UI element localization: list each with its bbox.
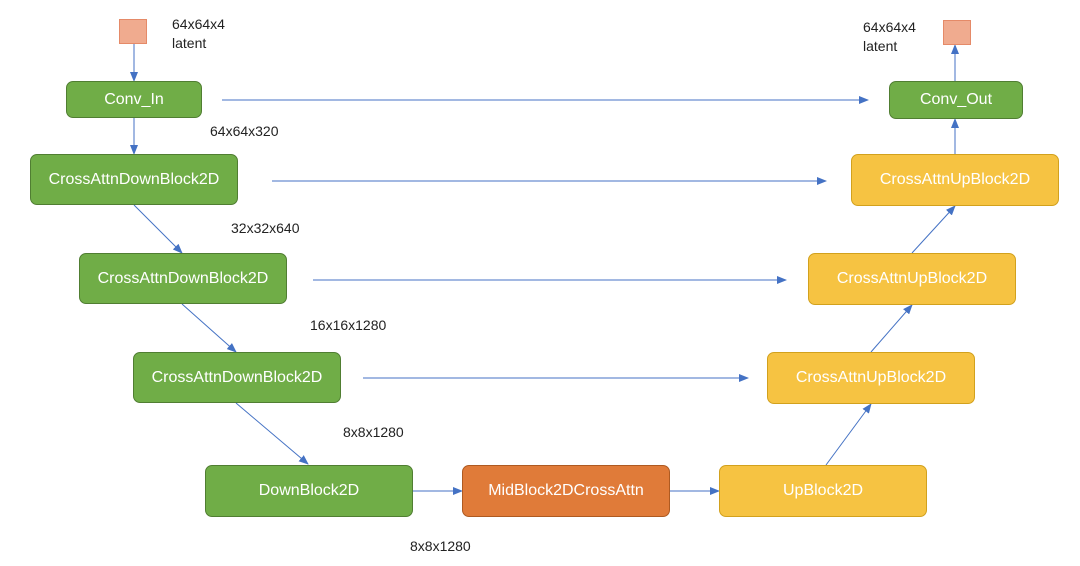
- cross-attn-down-block-3: CrossAttnDownBlock2D: [133, 352, 341, 403]
- arrow-down1-to-down2: [133, 204, 183, 254]
- shape-label-after-down4: 8x8x1280: [410, 538, 471, 554]
- arrow-up2-to-up3: [870, 304, 913, 353]
- shape-label-after-down3: 8x8x1280: [343, 424, 404, 440]
- conv-out-block: Conv_Out: [889, 81, 1023, 119]
- cross-attn-up-block-3: CrossAttnUpBlock2D: [851, 154, 1059, 206]
- input-name-text: latent: [172, 35, 207, 51]
- input-latent-label: 64x64x4 latent: [172, 15, 225, 53]
- arrow-up1-to-up2: [825, 403, 872, 466]
- arrow-down3-to-down4: [235, 402, 309, 465]
- output-latent-square: [943, 20, 971, 45]
- down-block: DownBlock2D: [205, 465, 413, 517]
- arrow-up3-to-up4: [911, 205, 956, 254]
- up-block: UpBlock2D: [719, 465, 927, 517]
- arrow-down2-to-down3: [181, 303, 237, 353]
- shape-label-after-down2: 16x16x1280: [310, 317, 387, 333]
- cross-attn-up-block-1: CrossAttnUpBlock2D: [767, 352, 975, 404]
- output-latent-label: 64x64x4 latent: [863, 18, 916, 56]
- output-name-text: latent: [863, 38, 898, 54]
- shape-label-after-conv-in: 64x64x320: [210, 123, 279, 139]
- output-shape-text: 64x64x4: [863, 19, 916, 35]
- cross-attn-down-block-1: CrossAttnDownBlock2D: [30, 154, 238, 205]
- input-latent-square: [119, 19, 147, 44]
- mid-block-cross-attn: MidBlock2DCrossAttn: [462, 465, 670, 517]
- cross-attn-up-block-2: CrossAttnUpBlock2D: [808, 253, 1016, 305]
- cross-attn-down-block-2: CrossAttnDownBlock2D: [79, 253, 287, 304]
- shape-label-after-down1: 32x32x640: [231, 220, 300, 236]
- conv-in-block: Conv_In: [66, 81, 202, 118]
- input-shape-text: 64x64x4: [172, 16, 225, 32]
